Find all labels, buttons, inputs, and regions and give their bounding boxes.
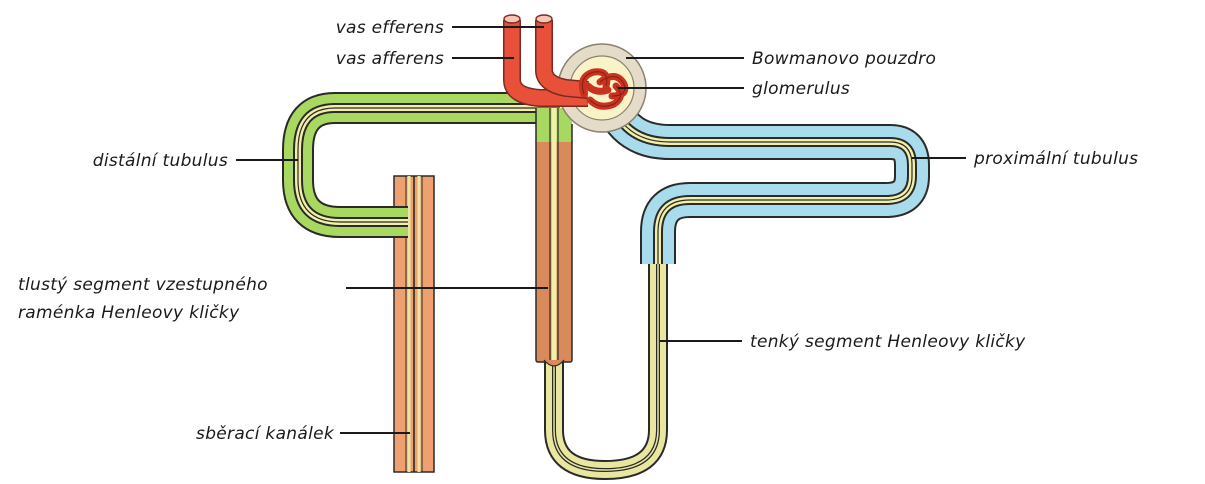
thick-ascending-segment (536, 108, 572, 366)
label-distal-tubule: distální tubulus (93, 151, 228, 171)
proximal-tubule (612, 104, 912, 264)
label-proximal-tubule: proximální tubulus (973, 149, 1138, 169)
label-thick-segment-line1: tlustý segment vzestupného (18, 275, 268, 295)
label-vas-efferens: vas efferens (336, 18, 444, 38)
label-thick-segment-line2: raménka Henleovy kličky (18, 303, 240, 323)
label-bowman-capsule: Bowmanovo pouzdro (752, 49, 936, 69)
label-thin-segment: tenký segment Henleovy kličky (750, 332, 1026, 352)
label-glomerulus: glomerulus (752, 79, 850, 99)
label-vas-afferens: vas afferens (336, 49, 444, 69)
label-collecting-duct: sběrací kanálek (196, 424, 335, 444)
